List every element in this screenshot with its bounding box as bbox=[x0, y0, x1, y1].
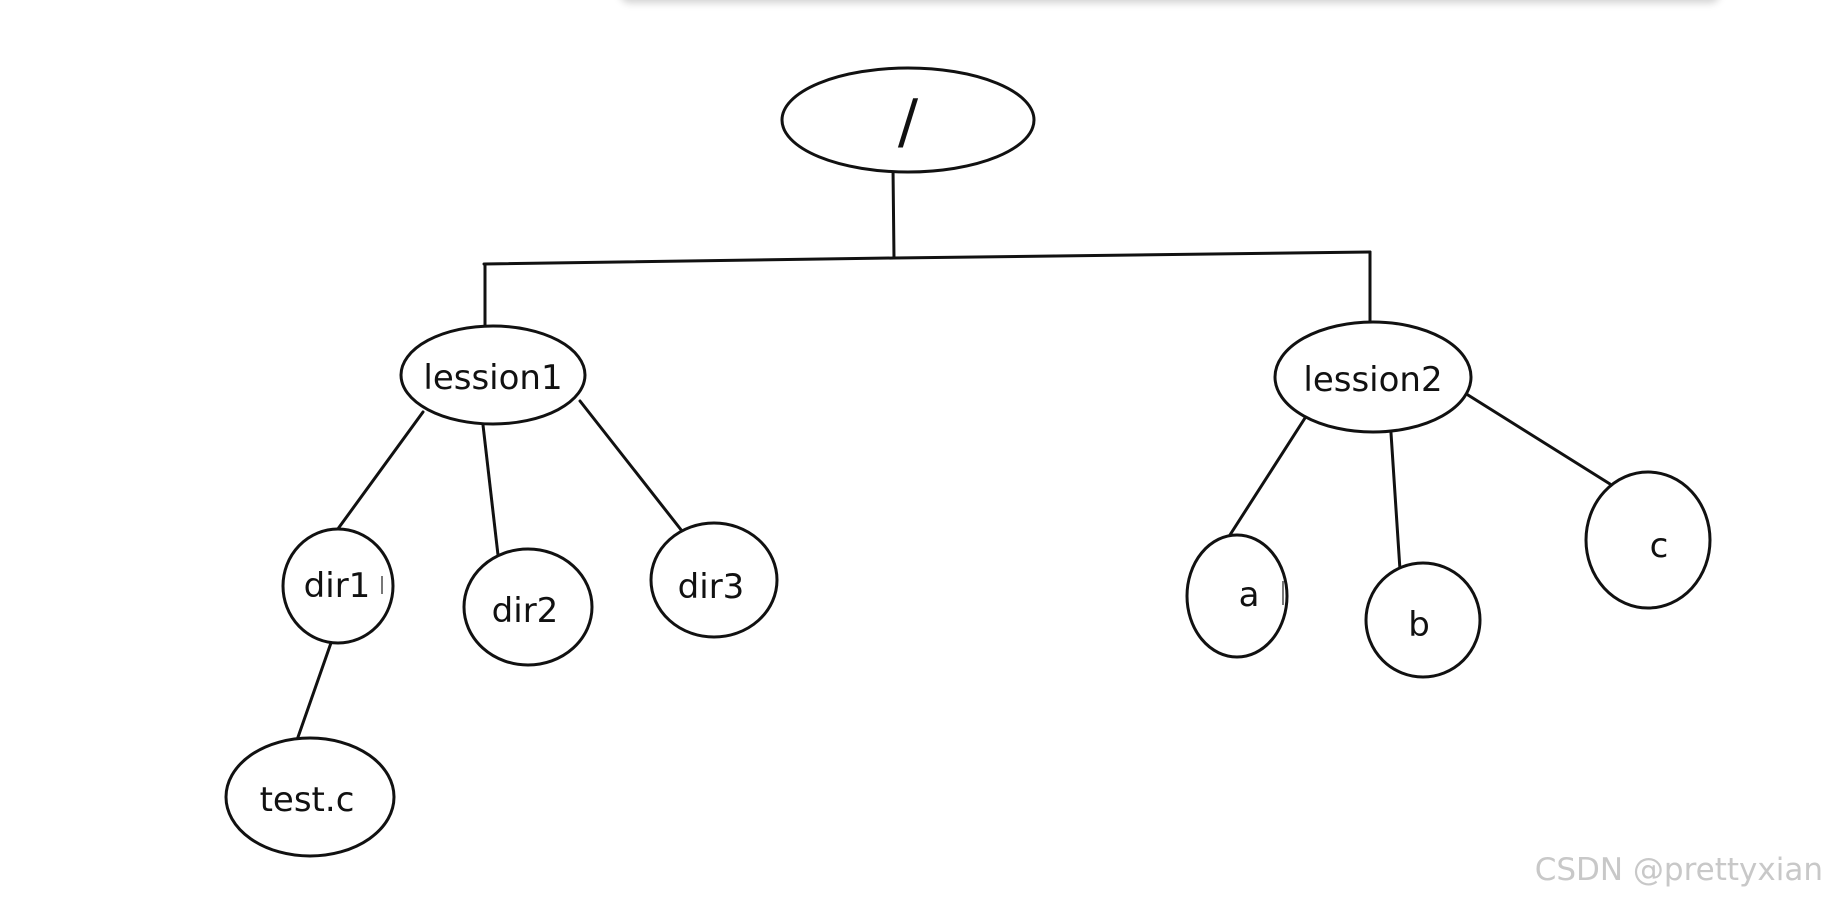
edge-root-trunk bbox=[891, 166, 896, 260]
tree-edges bbox=[295, 166, 1612, 742]
stray-mark-a bbox=[1282, 581, 1284, 605]
node-dir2-ellipse bbox=[462, 547, 594, 667]
edge-lession1-dir1 bbox=[330, 410, 425, 539]
node-c-ellipse bbox=[1584, 470, 1712, 610]
node-a-label: a bbox=[1239, 575, 1260, 615]
node-test-c: test.c bbox=[224, 736, 396, 858]
edge-dir1-testc bbox=[295, 638, 334, 742]
node-lession1-ellipse bbox=[399, 324, 587, 426]
edge-lession2-c bbox=[1466, 393, 1612, 486]
node-b: b bbox=[1364, 561, 1482, 679]
node-dir1: dir1 bbox=[281, 527, 395, 645]
node-dir3-ellipse bbox=[649, 521, 779, 639]
edge-lession2-b bbox=[1389, 431, 1402, 572]
node-lession2-label: lession2 bbox=[1303, 360, 1442, 400]
node-lession2-ellipse bbox=[1273, 320, 1473, 434]
node-b-ellipse bbox=[1364, 561, 1482, 679]
node-c: c bbox=[1584, 470, 1712, 610]
watermark: CSDN @prettyxian bbox=[1534, 852, 1823, 888]
node-test-c-label: test.c bbox=[260, 780, 355, 820]
node-root-label: / bbox=[898, 87, 919, 157]
edge-lession1-dir3 bbox=[578, 399, 684, 533]
stray-mark-dir1 bbox=[381, 576, 383, 594]
node-test-c-ellipse bbox=[224, 736, 396, 858]
node-dir2-label: dir2 bbox=[492, 591, 559, 631]
node-a-ellipse bbox=[1185, 533, 1289, 659]
node-lession1: lession1 bbox=[399, 324, 587, 426]
edge-lession2-a bbox=[1226, 416, 1307, 540]
edge-lession1-dir2 bbox=[481, 423, 500, 557]
node-root-ellipse bbox=[780, 66, 1036, 174]
node-dir1-ellipse bbox=[281, 527, 395, 645]
node-dir2: dir2 bbox=[462, 547, 594, 667]
node-a: a bbox=[1185, 533, 1289, 659]
node-dir3: dir3 bbox=[649, 521, 779, 639]
edge-horizontal-bar bbox=[482, 250, 1372, 266]
node-dir1-label: dir1 bbox=[304, 566, 371, 606]
node-b-label: b bbox=[1408, 605, 1430, 645]
node-dir3-label: dir3 bbox=[678, 567, 745, 607]
node-c-label: c bbox=[1650, 526, 1669, 566]
node-lession1-label: lession1 bbox=[423, 358, 562, 398]
node-lession2: lession2 bbox=[1273, 320, 1473, 434]
node-root: / bbox=[780, 66, 1036, 174]
